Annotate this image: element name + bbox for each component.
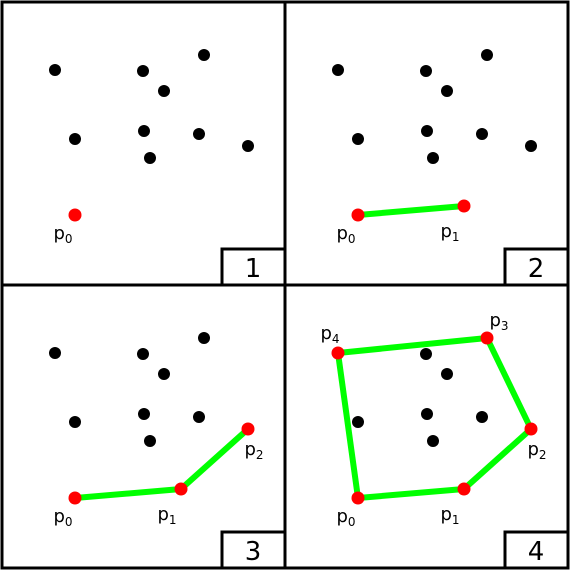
hull-point (68, 208, 82, 222)
point (49, 347, 61, 359)
point (144, 435, 156, 447)
point (158, 368, 170, 380)
hull-point (241, 422, 255, 436)
hull-edge (72, 486, 184, 501)
point (420, 65, 432, 77)
hull-point (480, 331, 494, 345)
point (420, 348, 432, 360)
hull-edge (355, 203, 467, 218)
point (421, 408, 433, 420)
panel-number: 4 (528, 537, 545, 567)
hull-edge (335, 335, 490, 356)
point (193, 128, 205, 140)
panel-number: 2 (528, 254, 545, 284)
hull-point (524, 422, 538, 436)
point (427, 152, 439, 164)
panel-number-box (220, 530, 287, 570)
hull-edge (355, 486, 467, 501)
panel-number: 1 (245, 254, 262, 284)
point (352, 133, 364, 145)
point (69, 133, 81, 145)
point (427, 435, 439, 447)
point (198, 49, 210, 61)
point (332, 64, 344, 76)
point (137, 65, 149, 77)
point (138, 408, 150, 420)
point-label: p1 (157, 504, 176, 527)
point (242, 140, 254, 152)
hull-edge (484, 335, 534, 432)
panel-border (0, 0, 287, 287)
hull-point (68, 491, 82, 505)
hull-edge (461, 426, 534, 492)
point-label: p1 (440, 504, 459, 527)
point-label: p0 (53, 506, 72, 529)
point (158, 85, 170, 97)
hull-edge (178, 426, 251, 492)
panel-4: p0 p1 p2 p3 p4 4 (283, 283, 570, 570)
point (481, 49, 493, 61)
hull-point (351, 208, 365, 222)
panel-2: p0 p1 2 (283, 0, 570, 287)
point (441, 85, 453, 97)
point (525, 140, 537, 152)
point (421, 125, 433, 137)
point (137, 348, 149, 360)
panel-1: p0 1 (0, 0, 287, 287)
point (198, 332, 210, 344)
point (476, 128, 488, 140)
point-label: p0 (336, 506, 355, 529)
hull-point (351, 491, 365, 505)
point-label: p1 (440, 221, 459, 244)
point (476, 411, 488, 423)
hull-point (457, 199, 471, 213)
panel-border (283, 283, 570, 570)
hull-point (174, 482, 188, 496)
hull-edge (335, 350, 361, 501)
point-label: p0 (336, 223, 355, 246)
point (352, 416, 364, 428)
point-label: p3 (489, 310, 508, 333)
point-label: p2 (527, 439, 546, 462)
panel-border (0, 283, 287, 570)
point (69, 416, 81, 428)
point-label: p2 (244, 439, 263, 462)
point (144, 152, 156, 164)
point-label: p4 (320, 323, 339, 346)
point (49, 64, 61, 76)
point (441, 368, 453, 380)
hull-point (457, 482, 471, 496)
point (193, 411, 205, 423)
hull-point (331, 346, 345, 360)
point (138, 125, 150, 137)
point-label: p0 (53, 223, 72, 246)
panel-number-box (503, 530, 570, 570)
panel-3: p0 p1 p2 3 (0, 283, 287, 570)
panel-number: 3 (245, 537, 262, 567)
